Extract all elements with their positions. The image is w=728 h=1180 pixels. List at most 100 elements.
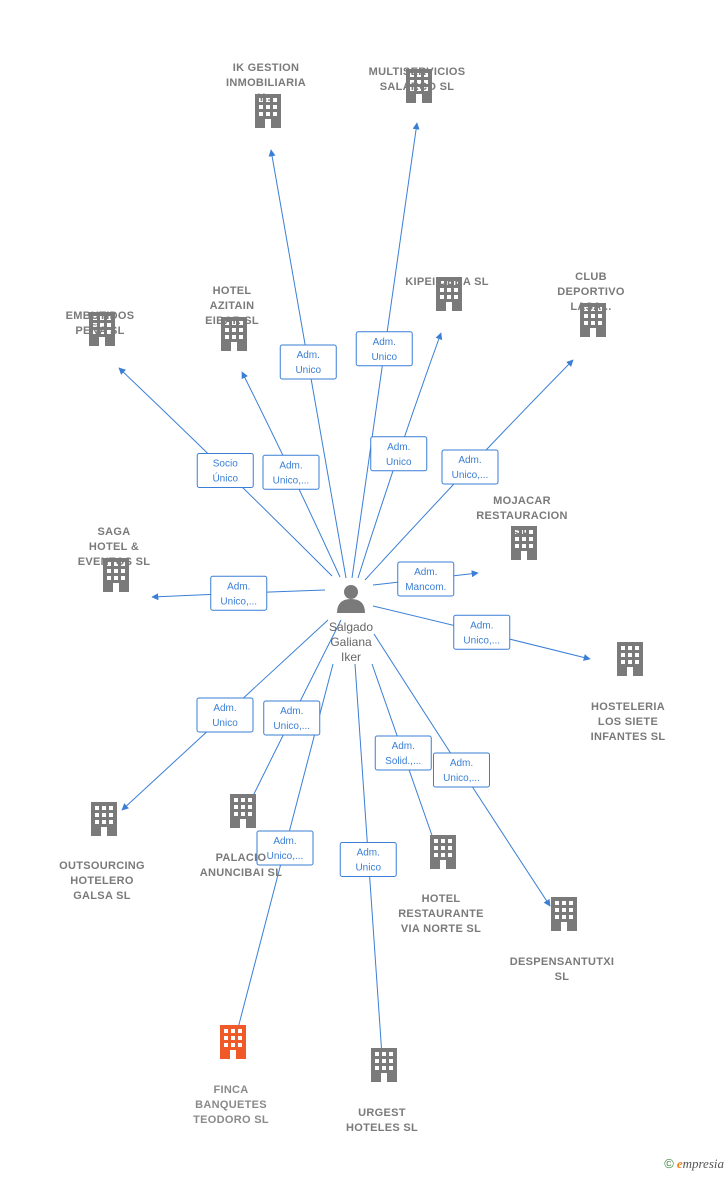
relation-label: Adm. [373,337,396,348]
person-name-line: Iker [341,650,361,664]
building-icon [230,794,256,828]
company-name-line: MOJACAR [493,495,551,507]
relation-label: Adm. [227,581,250,592]
company-name-line: DEPORTIVO [557,286,625,298]
company-name-line: HOTEL [213,285,252,297]
relation-label: Unico,... [443,773,480,784]
relation-box-saga[interactable]: Adm. Unico,... [210,575,268,611]
company-name-line: OUTSOURCING [59,860,145,872]
relation-label: Adm. [470,620,493,631]
company-name-line: GALSA SL [73,890,131,902]
company-name-line: HOTEL & [89,541,139,553]
company-name-line: BANQUETES [195,1099,267,1111]
relation-label: Adm. [458,455,481,466]
company-name-line: URGEST [358,1107,406,1119]
company-name-line: LASA... [570,301,611,313]
person-name-line: Galiana [330,635,372,649]
company-name-line: AZITAIN [210,300,255,312]
company-node-outsourcing[interactable]: OUTSOURCING HOTELERO GALSA SL [59,802,145,902]
company-name-line: Y... [258,92,275,104]
company-name-line: EMBUTIDOS [66,310,135,322]
relation-label: Solid.,... [385,756,421,767]
nodes-layer: IK GESTION INMOBILIARIA Y... MULTISERVICIOS… [59,62,665,1134]
person-icon [337,585,365,613]
company-node-kipei[interactable]: KIPEI DEBA SL [405,276,489,311]
relation-label: Unico,... [220,596,257,607]
relation-label: Adm. [387,442,410,453]
relation-box-multiservicios[interactable]: Adm. Unico [355,331,413,367]
company-name-line: INFANTES SL [591,731,666,743]
relation-label: Unico [371,352,397,363]
company-name-line: ANUNCIBAI SL [200,867,282,879]
building-icon [91,802,117,836]
relation-box-ik-gestion[interactable]: Adm.Unico [279,344,337,380]
building-icon [617,642,643,676]
relation-label: Unico [386,457,412,468]
company-node-ik-gestion[interactable]: IK GESTION INMOBILIARIA Y... [226,62,306,128]
relation-box-despensantutxi[interactable]: Adm. Unico,... [433,752,490,788]
relation-label: Unico [212,718,238,729]
relation-box-outsourcing[interactable]: Adm. Unico [196,697,254,733]
company-name-line: SAGA [98,526,131,538]
relation-box-palacio[interactable]: Adm.Unico,... [263,700,321,736]
company-name-line: HOTELERO [70,875,134,887]
company-name-line: PALACIO [216,852,267,864]
relation-label: Adm. [273,836,296,847]
company-node-club-deportivo[interactable]: CLUBDEPORTIVOLASA... [557,271,625,337]
company-name-line: EVENTOS SL [78,556,150,568]
relation-box-kipei[interactable]: Adm. Unico [370,436,428,472]
relation-box-hotel-azitain[interactable]: Adm.Unico,... [262,454,320,490]
company-node-mojacar[interactable]: MOJACAR RESTAURACION SL [476,495,567,560]
relation-box-club-deportivo[interactable]: Adm. Unico,... [441,449,499,485]
company-node-saga[interactable]: SAGA HOTEL & EVENTOS SL [78,526,150,592]
company-node-hotel-azitain[interactable]: HOTEL AZITAIN EIBAR SL [205,285,259,351]
relation-box-urgest[interactable]: Adm.Unico [339,842,397,877]
brand-initial: e [676,1156,683,1171]
building-icon [371,1048,397,1082]
relation-label: Mancom. [405,582,446,593]
company-node-despensantutxi[interactable]: DESPENSANTUTXI SL [510,897,614,983]
building-icon [430,835,456,869]
relation-box-finca[interactable]: Adm. Unico,... [256,830,314,866]
company-node-embutidos[interactable]: EMBUTIDOS PEÑA SL [66,310,135,346]
relation-label: Unico [295,365,321,376]
relation-label: Unico,... [463,635,500,646]
relation-label: Adm. [414,567,437,578]
company-name-line: INMOBILIARIA [226,77,306,89]
relation-label: Adm. [392,741,415,752]
company-node-palacio[interactable]: PALACIO ANUNCIBAI SL [200,794,282,879]
relations-layer: Adm.UnicoAdm.UnicoSocioÚnicoAdm.Unico,..… [196,331,511,877]
company-name-line: EIBAR SL [205,315,259,327]
company-name-line: IK GESTION [233,62,300,74]
relation-label: Adm. [450,758,473,769]
company-name-line: RESTAURACION [476,510,567,522]
relation-box-mojacar[interactable]: Adm. Mancom. [397,561,455,597]
company-name-line: DESPENSANTUTXI [510,956,614,968]
relation-label: Unico,... [267,851,304,862]
company-name-line: PEÑA SL [75,324,124,337]
building-icon [220,1025,246,1059]
relation-label: Unico,... [452,470,489,481]
brand-watermark: ©empresia [664,1156,724,1172]
company-name-line: HOSTELERIA [591,701,665,713]
company-name-line: LOS SIETE [598,716,658,728]
relation-box-hotel-via-norte[interactable]: Adm. Solid.,... [374,735,432,771]
relation-box-hosteleria[interactable]: Adm. Unico,... [453,614,511,650]
copyright-symbol: © [664,1156,674,1171]
company-node-hosteleria[interactable]: HOSTELERIA LOS SIETE INFANTES SL [591,642,666,743]
company-name-line: SL [555,971,570,983]
relation-label: Único [212,472,238,485]
relation-label: Adm. [213,703,236,714]
building-icon [551,897,577,931]
relation-label: Adm. [280,706,303,717]
company-name-line: SL [515,525,530,537]
relation-label: Adm. [357,848,380,859]
company-name-line: RESTAURANTE [398,908,484,920]
